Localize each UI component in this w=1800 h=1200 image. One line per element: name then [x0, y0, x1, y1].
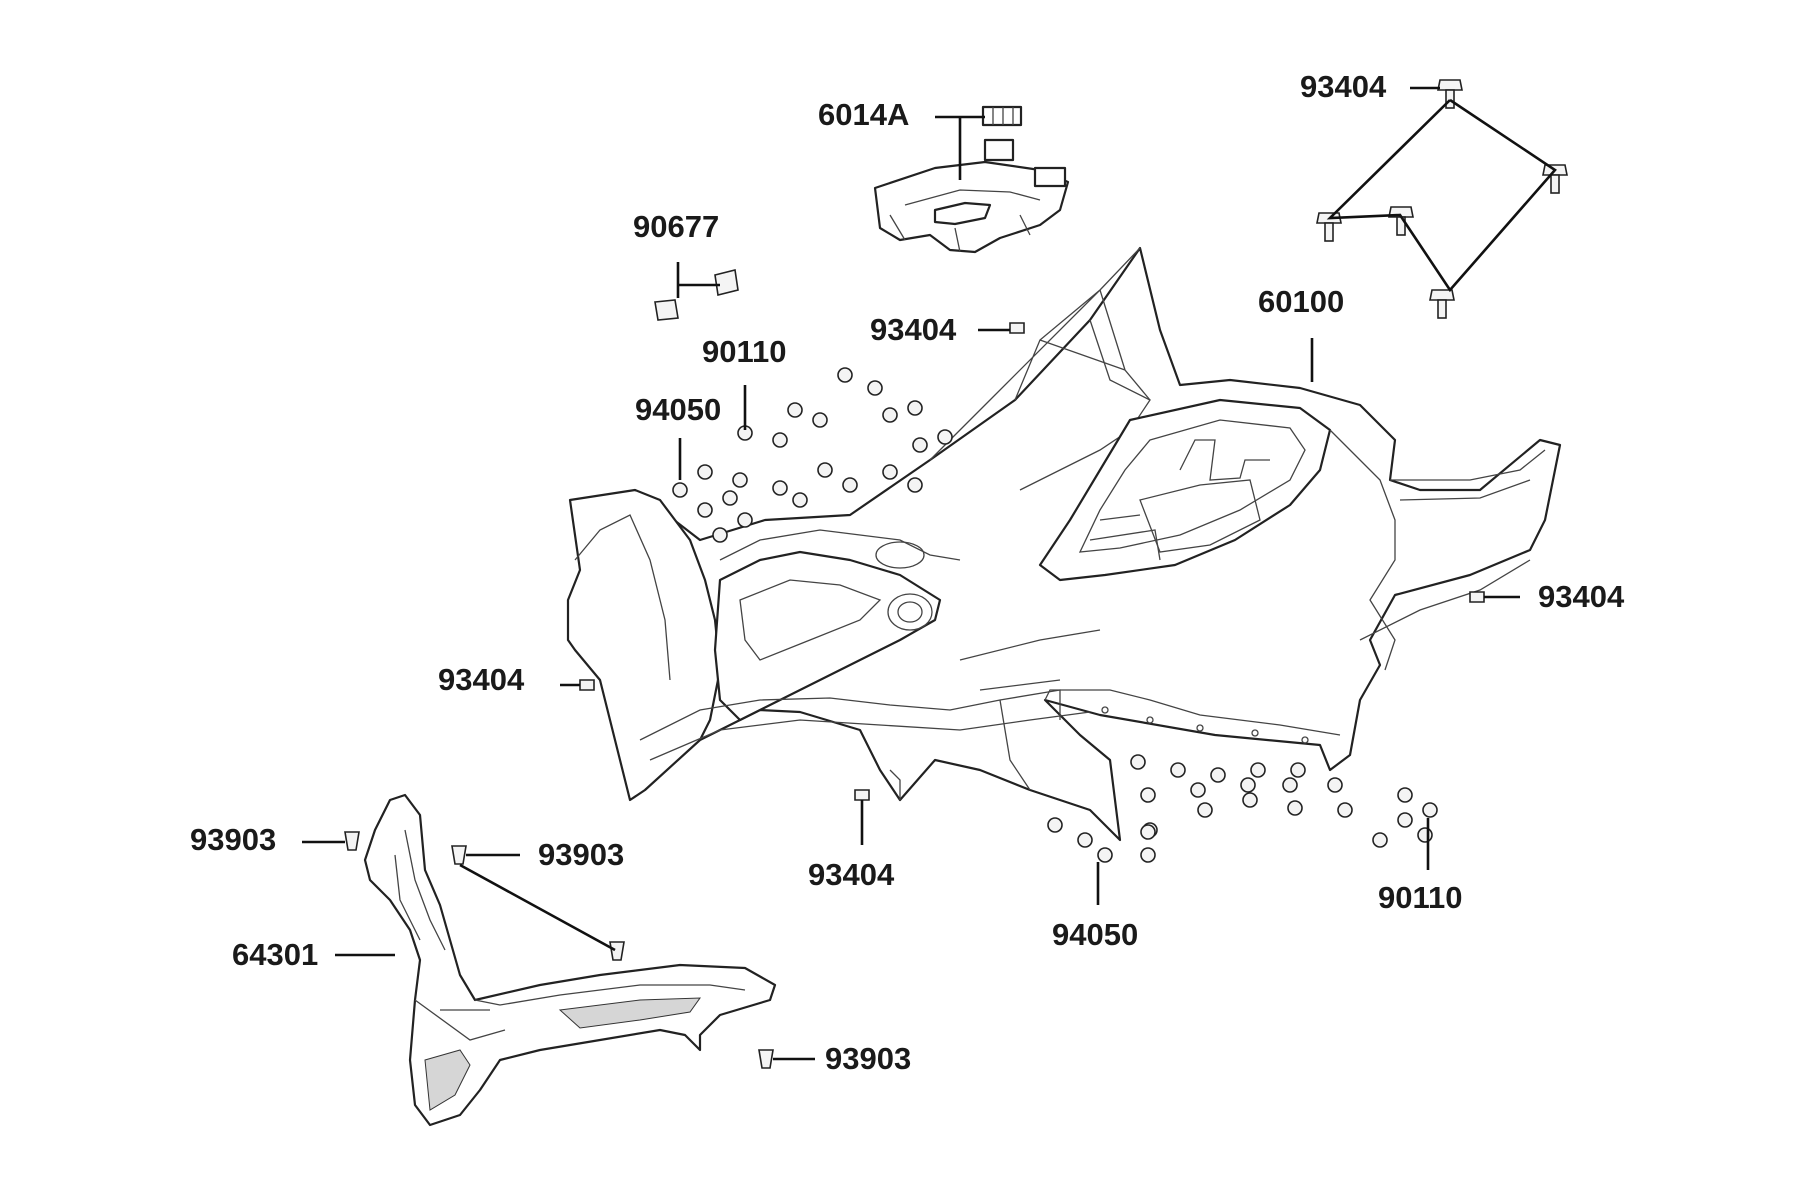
upper-bolt-nut-cluster: [672, 367, 953, 543]
front-guard-64301: [363, 793, 777, 1127]
part-labels: 93404 6014A 90677 93404 60100 90110 9405…: [190, 69, 1625, 1076]
label-93404-right: 93404: [1538, 579, 1625, 614]
label-60100: 60100: [1258, 284, 1344, 319]
label-93404-left: 93404: [438, 662, 525, 697]
label-93903-upper-left: 93903: [190, 822, 276, 857]
label-6014A: 6014A: [818, 97, 909, 132]
screw-93903-a: [344, 831, 360, 851]
bracket-6014A: [873, 105, 1070, 254]
label-93903-lower: 93903: [825, 1041, 911, 1076]
label-93404-upper-mid: 93404: [870, 312, 957, 347]
screw-93903-b: [451, 845, 467, 865]
leader-lines: [302, 86, 1557, 1061]
label-93404-top-right: 93404: [1300, 69, 1387, 104]
label-64301: 64301: [232, 937, 318, 972]
label-94050-lower: 94050: [1052, 917, 1138, 952]
label-90677: 90677: [633, 209, 719, 244]
bolt-93404-upper: [1009, 322, 1025, 334]
label-93903-upper-right: 93903: [538, 837, 624, 872]
screw-93903-c: [609, 941, 625, 961]
screw-93903-d: [758, 1049, 774, 1069]
fasteners: [344, 79, 1568, 1069]
label-93404-bottom-mid: 93404: [808, 857, 895, 892]
clip-nut-group: [654, 269, 739, 321]
lower-bolt-nut-cluster: [1047, 754, 1438, 863]
bolt-93404-bottom: [854, 789, 870, 801]
label-90110-upper: 90110: [702, 334, 787, 369]
front-fender-body: [566, 246, 1562, 842]
label-90110-lower: 90110: [1378, 880, 1463, 915]
label-94050-upper: 94050: [635, 392, 721, 427]
bolt-93404-right: [1469, 591, 1485, 603]
bolt-93404-left: [579, 679, 595, 691]
